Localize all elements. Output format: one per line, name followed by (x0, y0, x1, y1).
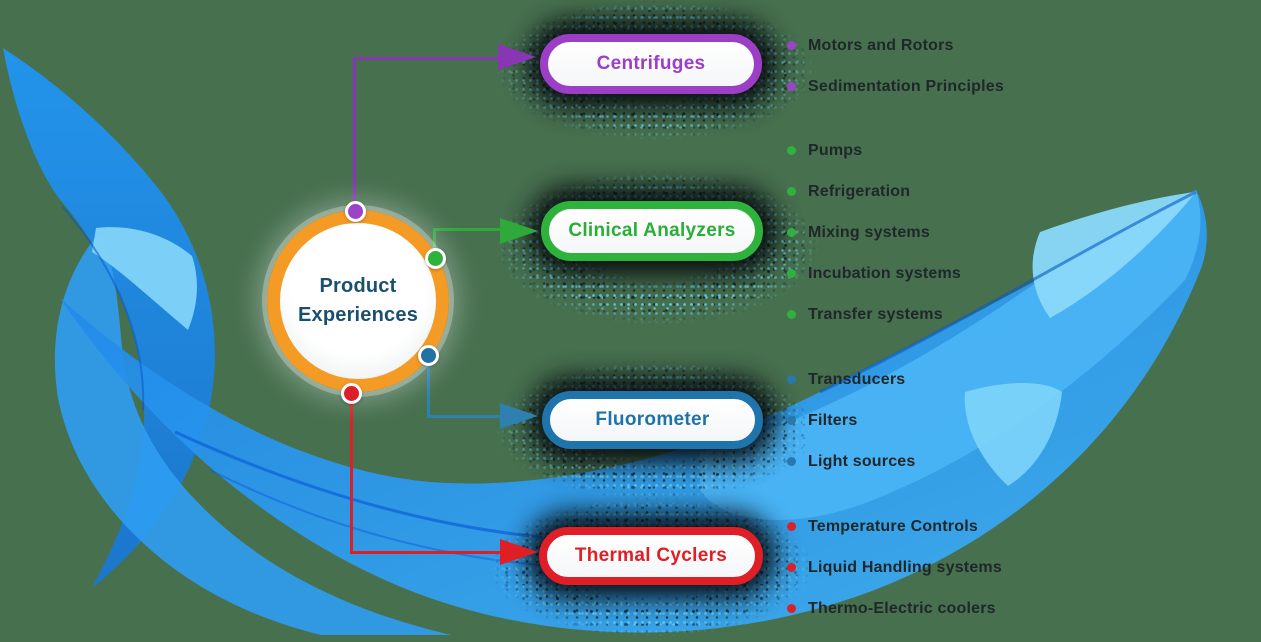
bullet-icon (787, 82, 796, 91)
ribbon-crease (819, 190, 1197, 394)
list-thermal-cyclers: Temperature Controls Liquid Handling sys… (787, 506, 1002, 629)
branch-dot-centrifuges (345, 201, 366, 222)
list-item: Liquid Handling systems (787, 547, 1002, 588)
node-thermal-cyclers: Thermal Cyclers (539, 527, 763, 585)
bullet-icon (787, 187, 796, 196)
arrowhead-centrifuges (498, 44, 536, 70)
list-item: Transducers (787, 359, 916, 400)
node-fluorometer: Fluorometer (542, 391, 763, 449)
bullet-icon (787, 375, 796, 384)
connector-clinical-vertical (433, 228, 436, 259)
connector-clinical-horizontal (433, 228, 500, 231)
bullet-icon (787, 416, 796, 425)
branch-dot-fluorometer (418, 345, 439, 366)
node-fluorometer-label: Fluorometer (595, 409, 710, 430)
list-item: Thermo-Electric coolers (787, 588, 1002, 629)
node-centrifuges-label: Centrifuges (596, 53, 706, 74)
center-node-label-line2: Experiences (297, 304, 419, 326)
node-thermal-cyclers-label: Thermal Cyclers (574, 545, 728, 566)
list-item: Motors and Rotors (787, 25, 1004, 66)
list-item: Sedimentation Principles (787, 66, 1004, 107)
bullet-icon (787, 310, 796, 319)
list-item: Transfer systems (787, 294, 961, 335)
list-item: Pumps (787, 130, 961, 171)
bullet-icon (787, 41, 796, 50)
ribbon-left-sail (3, 48, 215, 588)
ribbon-main-swoosh (60, 190, 1207, 633)
bullet-icon (787, 228, 796, 237)
node-clinical-analyzers: Clinical Analyzers (541, 201, 763, 261)
list-clinical-analyzers: Pumps Refrigeration Mixing systems Incub… (787, 130, 961, 335)
arrowhead-clinical (500, 218, 538, 244)
bullet-icon (787, 269, 796, 278)
ribbon-highlight-mid (964, 383, 1062, 486)
bullet-icon (787, 146, 796, 155)
connector-centrifuges-horizontal (353, 57, 498, 60)
list-centrifuges: Motors and Rotors Sedimentation Principl… (787, 25, 1004, 107)
list-item: Filters (787, 400, 916, 441)
connector-fluorometer-vertical (427, 356, 430, 418)
list-item: Refrigeration (787, 171, 961, 212)
node-centrifuges: Centrifuges (540, 34, 762, 94)
ribbon-hook-highlight (92, 227, 197, 330)
arrowhead-thermal (500, 539, 538, 565)
arrowhead-fluorometer (500, 403, 538, 429)
bullet-icon (787, 563, 796, 572)
branch-dot-clinical (425, 248, 446, 269)
bullet-icon (787, 604, 796, 613)
list-item: Incubation systems (787, 253, 961, 294)
list-item: Temperature Controls (787, 506, 1002, 547)
ribbon-hook-fold (54, 232, 452, 635)
connector-thermal-vertical (350, 394, 353, 553)
ribbon-crease (61, 205, 145, 411)
center-node-product-experiences: Product Experiences (267, 210, 449, 392)
connector-fluorometer-horizontal (427, 415, 500, 418)
connector-thermal-horizontal (350, 551, 500, 554)
list-fluorometer: Transducers Filters Light sources (787, 359, 916, 482)
bullet-icon (787, 522, 796, 531)
branch-dot-thermal (341, 383, 362, 404)
ribbon-highlight-tip (1032, 192, 1196, 318)
connector-centrifuges-vertical (353, 58, 356, 212)
node-clinical-analyzers-label: Clinical Analyzers (568, 220, 736, 241)
list-item: Mixing systems (787, 212, 961, 253)
bullet-icon (787, 457, 796, 466)
center-node-label-line1: Product (319, 275, 397, 297)
list-item: Light sources (787, 441, 916, 482)
